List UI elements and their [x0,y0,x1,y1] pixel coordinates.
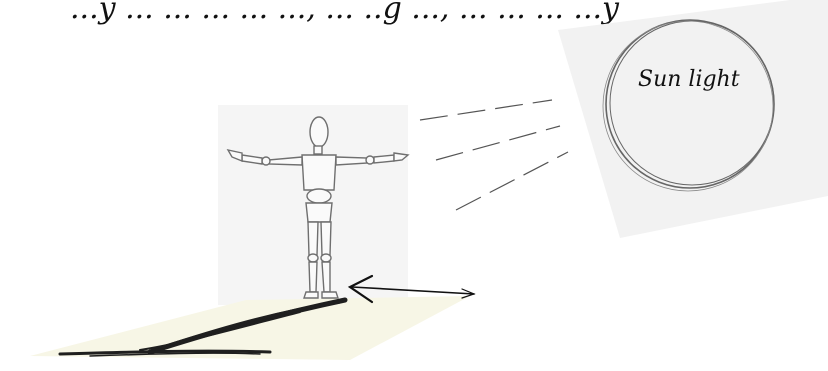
sun-label: Sun light [638,67,740,92]
sun-ray [420,100,552,120]
sun-ray [456,152,568,210]
top-caption: ...y ... ... ... ... ..., ... ..g ..., .… [70,0,620,26]
sun-ray [436,126,560,160]
sun-card: Sun light [558,0,828,238]
sun-rays [420,100,568,210]
